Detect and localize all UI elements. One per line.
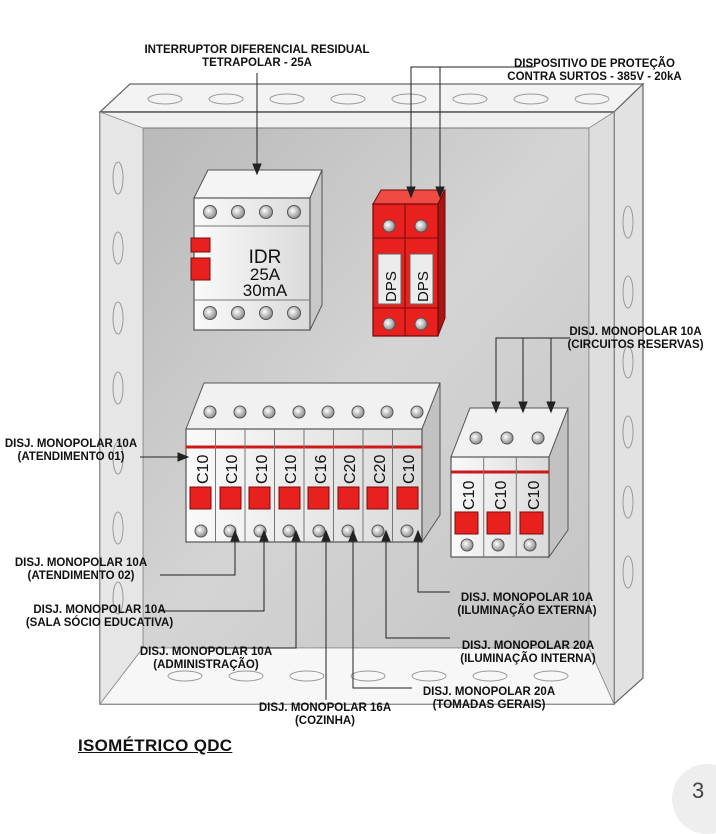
idr-face-line1: IDR [249,247,282,268]
breaker-main-5-rating: C16 [313,455,330,484]
breaker-main-4-rating: C10 [283,455,300,484]
label-tomadas-line1: DISJ. MONOPOLAR 20A [422,686,556,698]
idr-face-line3: 30mA [243,281,288,300]
label-atendimento-02-line1: DISJ. MONOPOLAR 10A [14,557,148,569]
label-dps-line2: CONTRA SURTOS - 385V - 20kA [507,71,682,83]
label-atendimento-01: DISJ. MONOPOLAR 10A (ATENDIMENTO 01) [2,438,140,464]
breaker-main-7-rating: C20 [372,455,389,484]
label-idr-line2: TETRAPOLAR - 25A [202,57,312,69]
label-sala-line1: DISJ. MONOPOLAR 10A [33,604,166,616]
drawing-title: ISOMÉTRICO QDC [78,736,233,755]
label-iluminacao-interna-line2: (ILUMINAÇÃO INTERNA) [460,653,596,665]
diagram: IDR 25A 30mA DPS DPS [2,44,716,834]
breaker-reserve-3-rating: C10 [526,481,543,510]
label-administracao: DISJ. MONOPOLAR 10A (ADMINISTRAÇÃO) [132,646,280,672]
idr-lever [190,257,211,281]
label-administracao-line1: DISJ. MONOPOLAR 10A [139,646,273,658]
dps-device: DPS DPS [372,189,446,337]
dps-face-1: DPS [383,271,400,302]
breaker-main-8-rating: C10 [401,455,418,484]
label-iluminacao-externa-line1: DISJ. MONOPOLAR 10A [460,592,594,604]
label-reservas: DISJ. MONOPOLAR 10A (CIRCUITOS RESERVAS) [558,326,713,352]
breaker-main-2-rating: C10 [224,455,241,484]
label-atendimento-02: DISJ. MONOPOLAR 10A (ATENDIMENTO 02) [6,557,156,583]
breaker-reserve-2-rating: C10 [493,481,510,510]
label-iluminacao-interna-line1: DISJ. MONOPOLAR 20A [461,640,595,652]
label-cozinha-line2: (COZINHA) [294,715,356,727]
leader-lines [140,66,570,700]
label-tomadas-line2: (TOMADAS GERAIS) [432,699,546,711]
breaker-main-6-rating: C20 [342,455,359,484]
label-dps: DISPOSITIVO DE PROTEÇÃO CONTRA SURTOS - … [487,58,702,84]
label-idr: INTERRUPTOR DIFERENCIAL RESIDUAL TETRAPO… [140,44,374,70]
label-reservas-line1: DISJ. MONOPOLAR 10A [569,326,702,338]
label-iluminacao-externa: DISJ. MONOPOLAR 10A (ILUMINAÇÃO EXTERNA) [446,592,608,618]
label-sala-socio-educativa: DISJ. MONOPOLAR 10A (SALA SÓCIO EDUCATIV… [12,604,187,630]
breaker-reserve-1-rating: C10 [461,481,478,510]
label-tomadas-gerais: DISJ. MONOPOLAR 20A (TOMADAS GERAIS) [414,686,564,712]
idr-face-line2: 25A [250,265,281,284]
breaker-row-reserve: C10 C10 C10 [450,407,569,559]
label-cozinha-line1: DISJ. MONOPOLAR 16A [258,702,392,714]
label-sala-line2: (SALA SÓCIO EDUCATIVA) [25,617,174,629]
label-idr-line1: INTERRUPTOR DIFERENCIAL RESIDUAL [144,44,370,56]
label-dps-line1: DISPOSITIVO DE PROTEÇÃO [513,58,676,70]
label-administracao-line2: (ADMINISTRAÇÃO) [153,659,259,671]
label-cozinha: DISJ. MONOPOLAR 16A (COZINHA) [250,702,400,728]
label-iluminacao-externa-line2: (ILUMINAÇÃO EXTERNA) [457,605,597,617]
label-atendimento-02-line2: (ATENDIMENTO 02) [27,570,135,582]
page-number: 3 [692,778,705,803]
breaker-main-3-rating: C10 [254,455,271,484]
dps-face-2: DPS [415,271,432,302]
idr-device: IDR 25A 30mA [190,169,323,331]
qdc-drawing: IDR 25A 30mA DPS DPS [98,66,645,706]
breaker-main-1-rating: C10 [195,455,212,484]
label-reservas-line2: (CIRCUITOS RESERVAS) [567,339,704,351]
idr-test-button [190,237,211,253]
label-iluminacao-interna: DISJ. MONOPOLAR 20A (ILUMINAÇÃO INTERNA) [448,640,608,666]
label-atendimento-01-line1: DISJ. MONOPOLAR 10A [4,438,138,450]
breaker-row-main: C10 C10 C10 C10 C16 C20 C20 C10 [185,382,441,544]
label-atendimento-01-line2: (ATENDIMENTO 01) [17,451,125,463]
